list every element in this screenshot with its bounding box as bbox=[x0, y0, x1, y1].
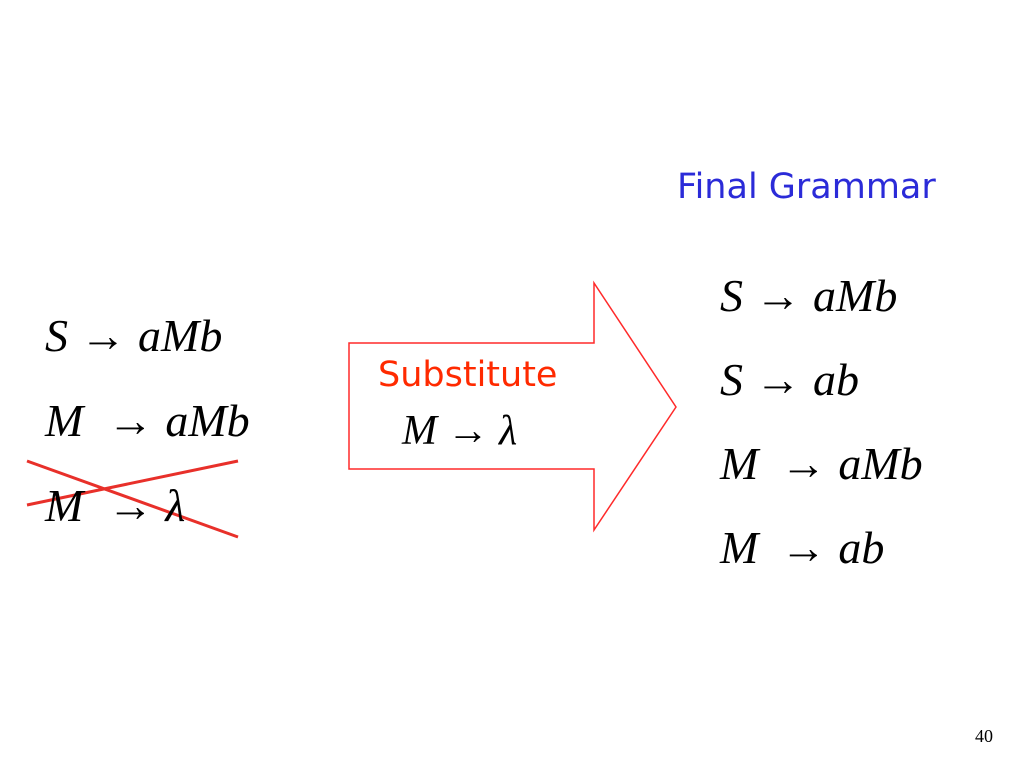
left-rule-3-arrow: → bbox=[107, 480, 154, 531]
final-rule-2: S→ab bbox=[720, 357, 859, 403]
cross-line-1 bbox=[26, 459, 239, 507]
left-rule-3-lhs: M bbox=[45, 480, 84, 531]
substitute-rule-lhs: M bbox=[402, 408, 437, 454]
substitution-arrow-shape bbox=[348, 280, 677, 533]
left-rule-3-rhs: λ bbox=[165, 480, 186, 531]
substitute-label: Substitute bbox=[378, 355, 558, 395]
page-number: 40 bbox=[975, 726, 993, 746]
final-rule-4-arrow: → bbox=[780, 522, 827, 573]
cross-line-2 bbox=[26, 459, 239, 539]
final-rule-1: S→aMb bbox=[720, 273, 897, 319]
final-rule-1-lhs: S bbox=[720, 270, 743, 321]
final-rule-2-rhs: ab bbox=[813, 354, 859, 405]
final-grammar-title: Final Grammar bbox=[677, 167, 936, 207]
final-rule-4-lhs: M bbox=[720, 522, 759, 573]
left-rule-1-arrow: → bbox=[80, 310, 126, 361]
final-rule-4: M →ab bbox=[720, 525, 884, 571]
final-rule-3-arrow: → bbox=[780, 438, 827, 489]
final-rule-2-lhs: S bbox=[720, 354, 743, 405]
final-rule-3: M →aMb bbox=[720, 441, 923, 487]
final-rule-3-lhs: M bbox=[720, 438, 759, 489]
final-rule-4-rhs: ab bbox=[838, 522, 885, 573]
left-rule-3-crossed: M →λ bbox=[45, 483, 185, 529]
final-rule-1-arrow: → bbox=[755, 270, 801, 321]
left-rule-2-arrow: → bbox=[107, 395, 154, 446]
left-rule-1-rhs: aMb bbox=[138, 310, 223, 361]
substitute-rule-arrow: → bbox=[447, 408, 489, 454]
final-rule-3-rhs: aMb bbox=[838, 438, 923, 489]
left-rule-1-lhs: S bbox=[45, 310, 68, 361]
final-rule-1-rhs: aMb bbox=[813, 270, 898, 321]
left-rule-1: S→aMb bbox=[45, 313, 222, 359]
final-rule-2-arrow: → bbox=[755, 354, 801, 405]
left-rule-2-rhs: aMb bbox=[165, 395, 250, 446]
substitute-rule: M→λ bbox=[402, 410, 517, 452]
left-rule-2-lhs: M bbox=[45, 395, 84, 446]
left-rule-2: M →aMb bbox=[45, 398, 250, 444]
substitute-rule-rhs: λ bbox=[499, 408, 518, 454]
